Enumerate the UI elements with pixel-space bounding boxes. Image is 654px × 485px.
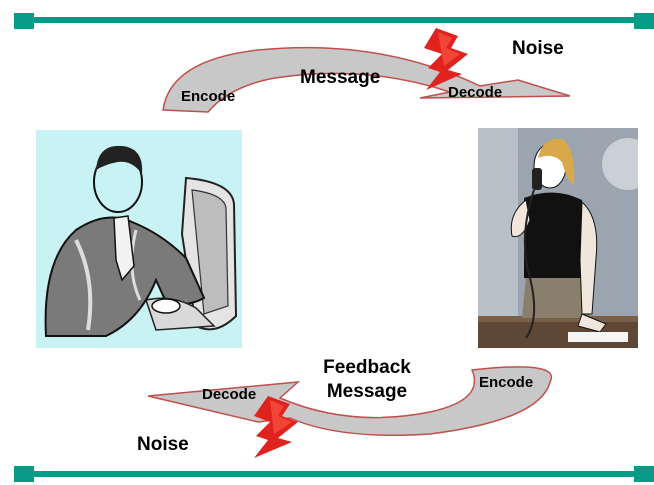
woman-on-phone-clipart — [478, 128, 638, 348]
lightning-bolt-icon — [418, 26, 476, 92]
bottom-frame-bar — [0, 462, 654, 485]
top-frame-bar — [0, 0, 654, 36]
top-encode-label: Encode — [181, 88, 236, 105]
bottom-noise-label: Noise — [137, 434, 189, 455]
bottom-encode-label: Encode — [479, 374, 534, 391]
feedback-message-label: Feedback Message — [308, 356, 426, 404]
feedback-line-1: Feedback — [323, 357, 411, 378]
top-message-label: Message — [300, 67, 381, 88]
feedback-line-2: Message — [326, 381, 408, 402]
man-at-computer-clipart — [36, 130, 242, 348]
bottom-feedback-arrow — [140, 362, 560, 442]
top-noise-label: Noise — [512, 38, 564, 59]
top-message-arrow — [150, 38, 580, 118]
top-decode-label: Decode — [448, 84, 503, 101]
bottom-decode-label: Decode — [202, 386, 257, 403]
lightning-bolt-icon — [246, 394, 302, 460]
